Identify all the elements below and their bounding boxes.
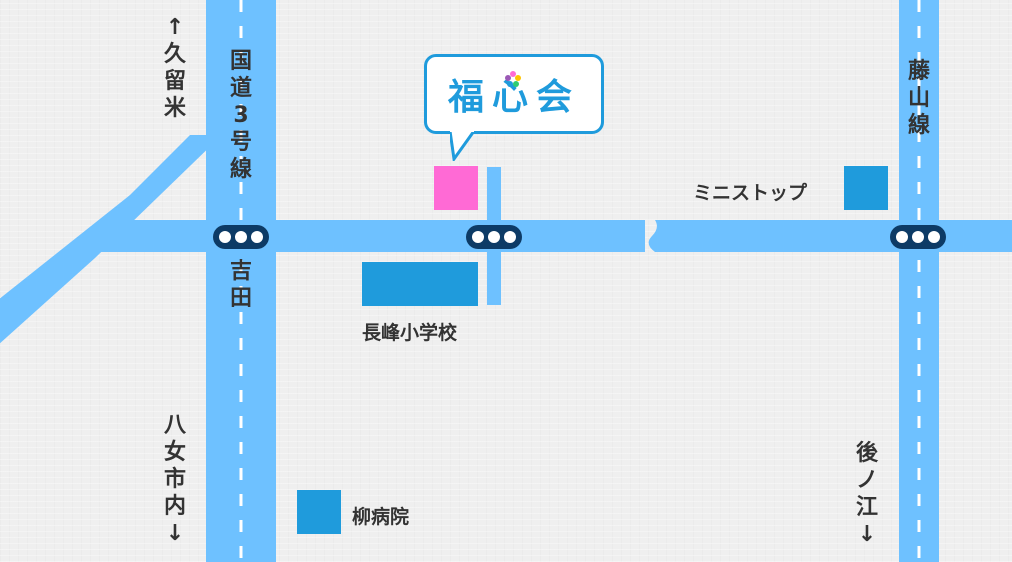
main-road-west	[100, 220, 645, 252]
traffic-signal-icon	[890, 225, 946, 249]
fukushinkai-logo: 福心会	[424, 54, 604, 134]
traffic-signal-icon	[213, 225, 269, 249]
route3-label: 国 道 3 号 線	[229, 49, 252, 182]
nagamine-school-building	[362, 262, 478, 306]
main-road-east	[648, 220, 1012, 252]
yoshida-label: 吉 田	[229, 259, 252, 311]
traffic-signal-icon	[466, 225, 522, 249]
flower-icon	[505, 71, 521, 87]
destination-marker-icon	[434, 166, 478, 210]
bubble-tail	[450, 131, 474, 161]
yame-direction: 八 女 市 内 ↓	[163, 413, 186, 546]
gonoe-direction: 後 ノ 江 ↓	[855, 441, 878, 547]
ministop-label: ミニストップ	[693, 182, 808, 204]
nagamine-school-label: 長峰小学校	[362, 322, 458, 344]
fujiyama-label: 藤 山 線	[907, 59, 930, 138]
kurume-direction: ↑ 久 留 米	[163, 15, 186, 121]
yanagi-hospital-label: 柳病院	[352, 506, 410, 528]
ministop-building	[844, 166, 888, 210]
logo-bubble	[424, 54, 604, 134]
yanagi-hospital-building	[297, 490, 341, 534]
